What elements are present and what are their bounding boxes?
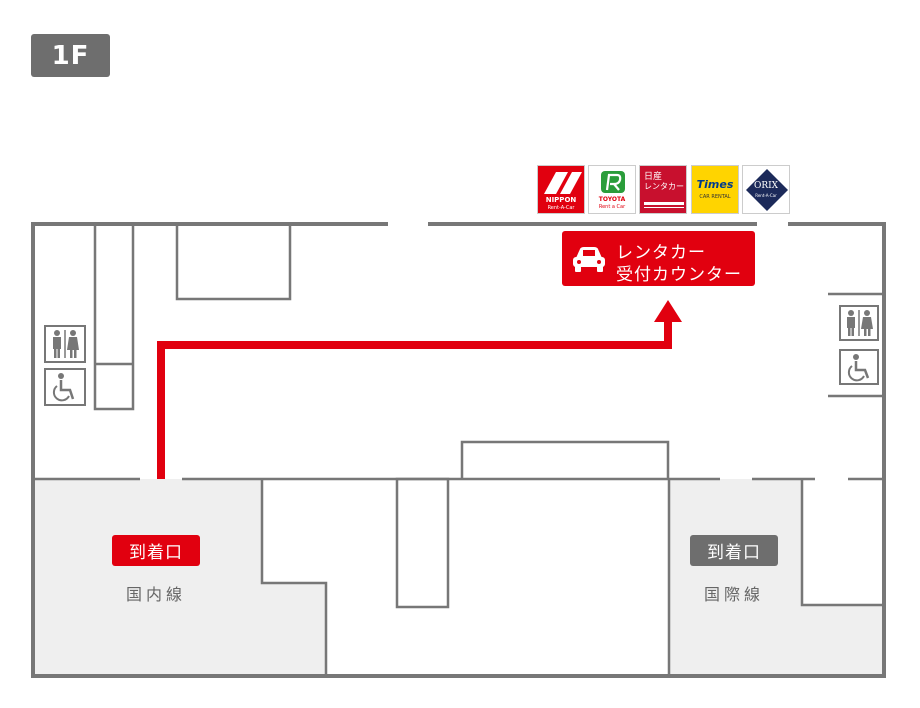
toyota-logo: TOYOTA Rent a Car xyxy=(588,165,636,214)
route-arrow-head xyxy=(654,300,682,322)
restroom-icon xyxy=(44,325,86,363)
nissan-logo: 日産 レンタカー xyxy=(639,165,687,214)
intl-wall-right xyxy=(800,479,884,607)
accessible-icon xyxy=(44,368,86,406)
international-label: 国際線 xyxy=(703,585,764,604)
center-block xyxy=(460,440,670,479)
counter-line1: レンタカー xyxy=(616,243,706,263)
domestic-arrival-badge: 到着口 xyxy=(112,535,200,566)
floor-label: 1F xyxy=(31,34,110,77)
restroom-block-left xyxy=(93,222,135,411)
international-arrival-badge: 到着口 xyxy=(690,535,778,566)
counter-line2: 受付カウンター xyxy=(616,265,742,285)
times-logo: Times CAR RENTAL xyxy=(691,165,739,214)
orix-logo: ORIX Rent-A-Car xyxy=(742,165,790,214)
restroom-icon-right xyxy=(839,305,879,341)
route-to-counter xyxy=(157,322,672,479)
domestic-wall xyxy=(260,479,328,676)
nippon-logo: NIPPON Rent-A-Car xyxy=(537,165,585,214)
pillar xyxy=(395,477,450,609)
accessible-icon-right xyxy=(839,349,879,385)
domestic-label: 国内線 xyxy=(125,585,186,604)
domestic-arrival-area xyxy=(33,479,326,676)
international-arrival-area xyxy=(669,479,884,676)
rental-counter-sign: レンタカー 受付カウンター xyxy=(562,231,755,286)
top-room xyxy=(175,224,292,301)
car-icon xyxy=(573,247,605,272)
